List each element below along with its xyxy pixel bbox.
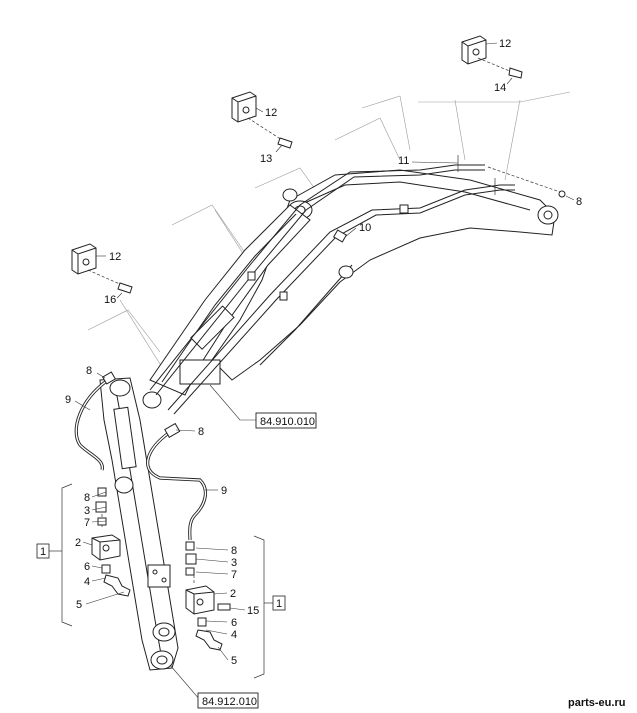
group-label-right: 1 <box>264 595 286 611</box>
arm-tubes <box>149 155 566 415</box>
callout-6: 6 <box>84 561 90 573</box>
callout-9: 9 <box>221 485 227 497</box>
callout-15: 15 <box>247 605 259 617</box>
callout-7: 7 <box>84 517 90 529</box>
boom-assembly <box>99 377 179 671</box>
group-bracket-right <box>253 535 265 679</box>
watermark-text: parts-eu.ru <box>568 697 625 709</box>
clamp-block-left <box>71 243 133 294</box>
callout-12: 12 <box>499 38 511 50</box>
callout-3: 3 <box>231 557 237 569</box>
svg-text:84.912.010: 84.912.010 <box>202 696 257 708</box>
callout-9: 9 <box>65 394 71 406</box>
svg-text:1: 1 <box>40 546 46 558</box>
callout-11: 11 <box>398 155 409 167</box>
callout-10: 10 <box>359 222 371 234</box>
callout-6: 6 <box>231 617 237 629</box>
callout-8: 8 <box>576 196 582 208</box>
arm-assembly <box>142 169 559 409</box>
callout-3: 3 <box>84 505 90 517</box>
callout-14: 14 <box>494 82 506 94</box>
callout-8: 8 <box>86 365 92 377</box>
callout-numbers: 12 14 12 13 11 8 10 12 16 8 9 8 9 8 3 7 … <box>65 38 582 667</box>
callout-7: 7 <box>231 569 237 581</box>
callout-5: 5 <box>231 655 237 667</box>
callout-4: 4 <box>231 629 237 641</box>
callout-2: 2 <box>75 537 81 549</box>
hose-right <box>146 422 208 541</box>
callout-13: 13 <box>260 153 272 165</box>
callout-12: 12 <box>109 251 121 263</box>
callout-2: 2 <box>230 588 236 600</box>
callout-16: 16 <box>104 294 116 306</box>
valve-stack-right <box>185 541 231 651</box>
svg-text:84.910.010: 84.910.010 <box>260 416 315 428</box>
callout-12: 12 <box>265 107 277 119</box>
callout-4: 4 <box>84 576 90 588</box>
reference-box-arm[interactable]: 84.910.010 <box>255 412 317 429</box>
clamp-block-mid <box>231 91 293 149</box>
hose-left <box>74 371 117 471</box>
callout-8: 8 <box>231 545 237 557</box>
callout-8: 8 <box>198 426 204 438</box>
callout-8: 8 <box>84 492 90 504</box>
reference-box-boom[interactable]: 84.912.010 <box>197 692 259 709</box>
group-bracket-left <box>61 483 73 627</box>
group-label-left: 1 <box>36 543 62 559</box>
clamp-block-top-right <box>461 35 523 79</box>
svg-text:1: 1 <box>276 598 282 610</box>
callout-5: 5 <box>76 599 82 611</box>
